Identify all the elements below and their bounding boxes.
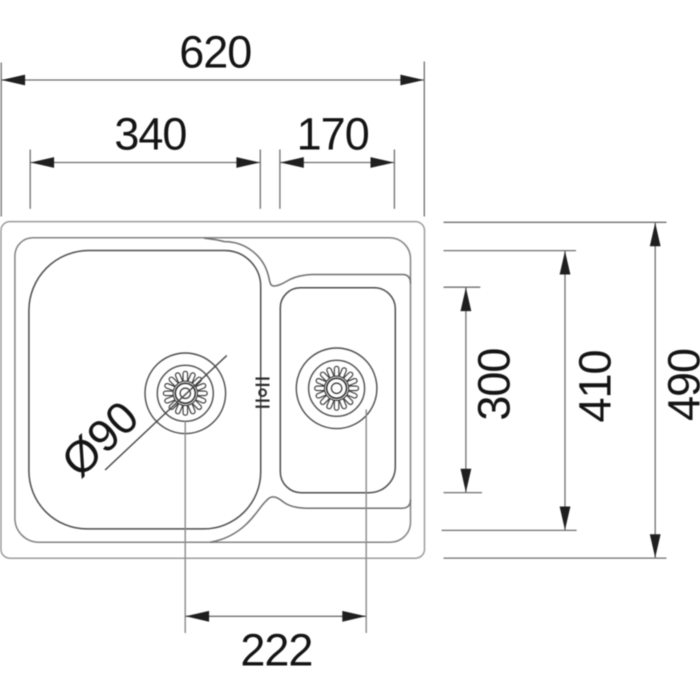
svg-text:222: 222 — [240, 625, 312, 676]
svg-text:300: 300 — [469, 349, 520, 421]
svg-text:410: 410 — [570, 350, 621, 422]
svg-text:170: 170 — [297, 109, 369, 160]
svg-text:340: 340 — [114, 109, 186, 160]
svg-text:490: 490 — [659, 349, 700, 421]
svg-text:620: 620 — [179, 27, 251, 78]
